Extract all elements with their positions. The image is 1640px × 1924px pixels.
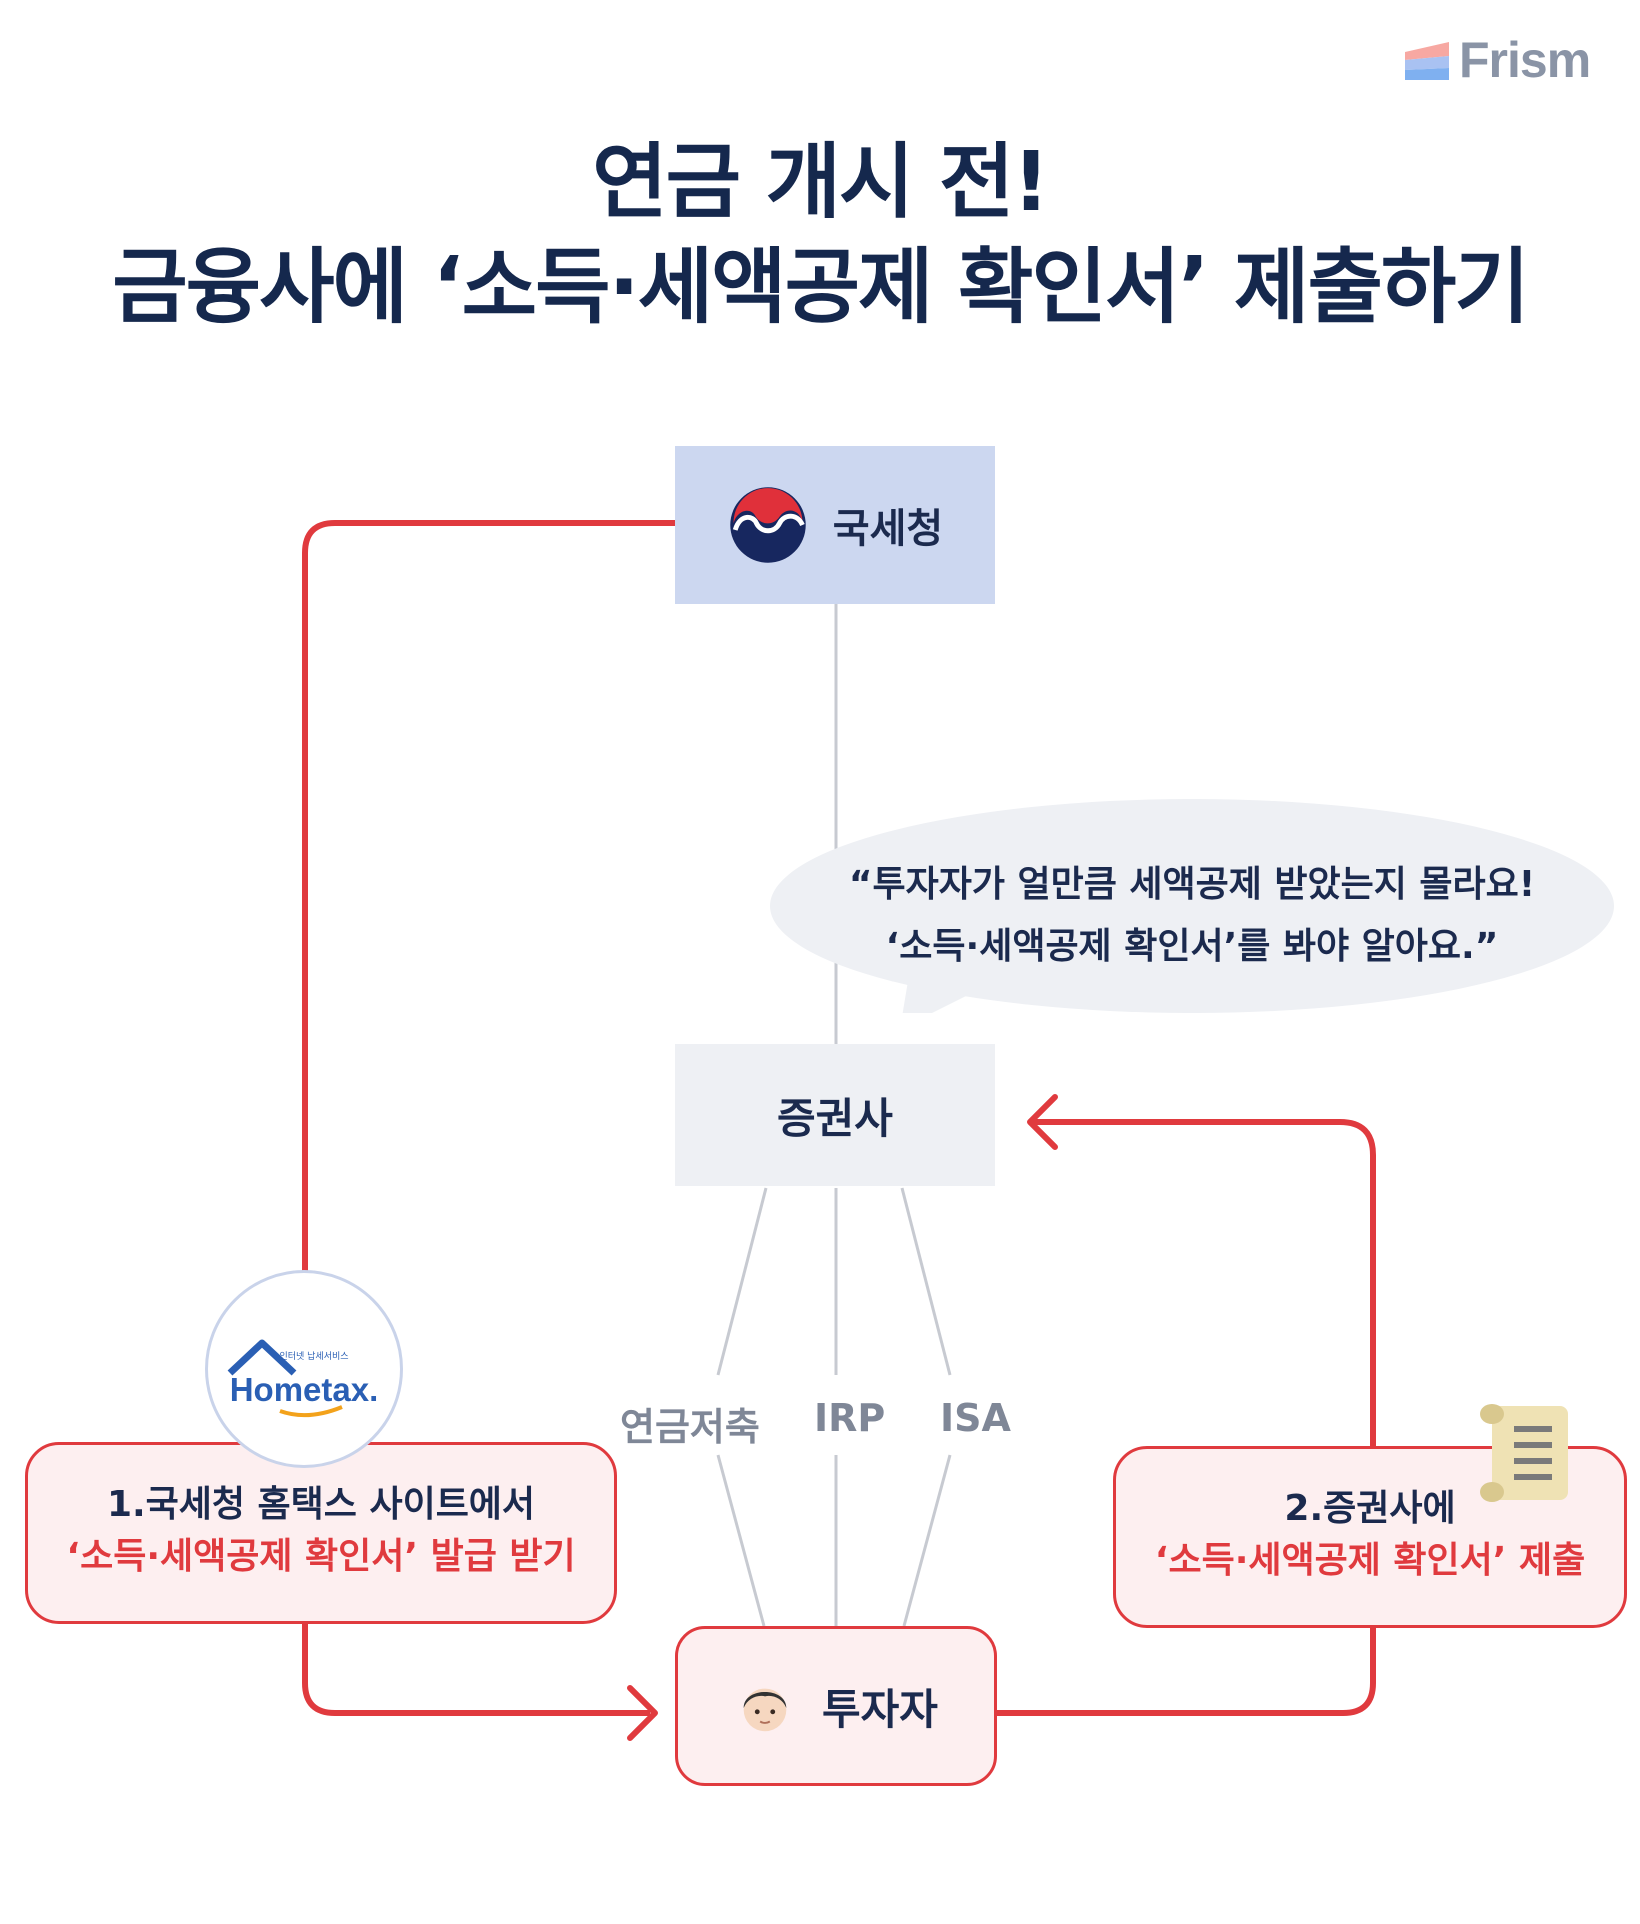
step-1-line-2: ‘소득·세액공제 확인서’ 발급 받기 (66, 1536, 576, 1577)
person-face-icon (743, 1688, 787, 1732)
connector-isa-lower (902, 1454, 952, 1627)
node-national-tax-service: 국세청 (675, 446, 995, 604)
korea-government-emblem-icon (730, 487, 806, 563)
node-broker: 증권사 (675, 1044, 995, 1186)
arrow-right-icon (627, 1685, 658, 1741)
hometax-logo-icon: 인터넷 납세서비스 Hometax. (227, 1339, 379, 1418)
brand-logo: Frism (1405, 32, 1591, 88)
node-label-investor: 투자자 (822, 1684, 938, 1734)
flow-step1-to-investor (302, 1618, 650, 1716)
title-line-1: 연금 개시 전! (592, 135, 1050, 230)
arrow-left-icon (1027, 1094, 1058, 1150)
account-label-pension-savings: 연금저축 (620, 1396, 760, 1451)
hometax-wordmark: Hometax. (230, 1371, 379, 1408)
node-investor: 투자자 (675, 1626, 997, 1786)
speech-bubble (770, 799, 1614, 1013)
connector-isa-upper (900, 1187, 952, 1376)
account-label-irp: IRP (814, 1396, 886, 1440)
flow-step2-to-broker (1030, 1119, 1376, 1446)
hometax-logo: 인터넷 납세서비스 Hometax. (205, 1270, 403, 1468)
step-1-box: 1.국세청 홈택스 사이트에서 ‘소득·세액공제 확인서’ 발급 받기 (25, 1442, 617, 1624)
step-2-line-1: 2.증권사에 (1284, 1488, 1456, 1529)
connector-pension-savings-lower (716, 1454, 766, 1627)
flow-nts-to-hometax (302, 520, 675, 1275)
node-label-nts: 국세청 (832, 506, 944, 552)
speech-line-2: ‘소득·세액공제 확인서’를 봐야 알아요.” (885, 926, 1499, 967)
connector-pension-savings-upper (716, 1187, 768, 1376)
document-scroll-icon (1480, 1404, 1568, 1502)
step-2-line-2: ‘소득·세액공제 확인서’ 제출 (1154, 1540, 1586, 1581)
node-label-broker: 증권사 (777, 1093, 893, 1143)
speech-line-1: “투자자가 얼만큼 세액공제 받았는지 몰라요! (848, 864, 1536, 905)
frism-logo-icon (1405, 42, 1449, 80)
account-label-isa: ISA (940, 1396, 1011, 1440)
page-title: 연금 개시 전! 금융사에 ‘소득·세액공제 확인서’ 제출하기 (0, 130, 1640, 340)
speech-bubble-text: “투자자가 얼만큼 세액공제 받았는지 몰라요! ‘소득·세액공제 확인서’를 … (770, 854, 1614, 978)
title-line-2: 금융사에 ‘소득·세액공제 확인서’ 제출하기 (112, 240, 1530, 335)
flow-investor-to-step2 (991, 1622, 1376, 1716)
step-1-line-1: 1.국세청 홈택스 사이트에서 (106, 1484, 536, 1525)
brand-name: Frism (1459, 32, 1591, 88)
hometax-tagline: 인터넷 납세서비스 (279, 1351, 348, 1362)
